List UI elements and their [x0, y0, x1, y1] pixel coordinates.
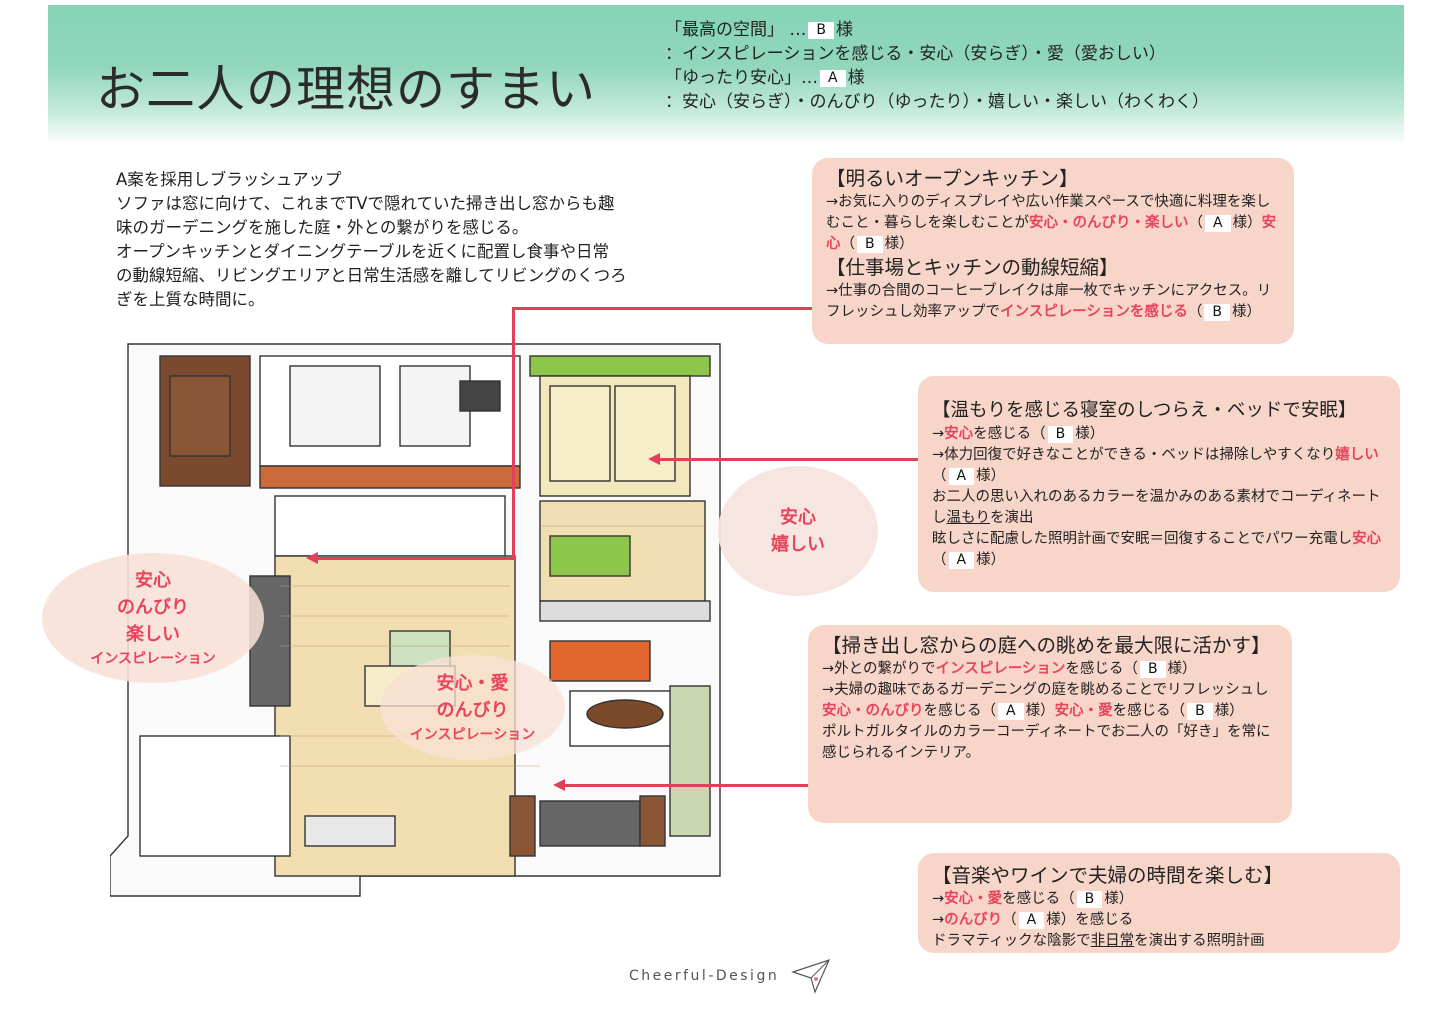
connector-line	[660, 458, 918, 461]
paper-plane-icon	[791, 959, 831, 994]
brand-name: Cheerful-Design	[629, 968, 780, 984]
arrow-head-icon	[553, 779, 565, 791]
card-open-kitchen: 【明るいオープンキッチン】 →お気に入りのディスプレイや広い作業スペースで快適に…	[812, 158, 1294, 344]
redaction-mask: A	[820, 69, 846, 87]
redaction-mask: B	[808, 21, 835, 39]
header-band	[48, 5, 1404, 145]
connector-line	[565, 784, 808, 787]
redaction-mask: A	[1205, 214, 1231, 232]
redaction-mask: B	[857, 235, 883, 253]
redaction-mask: A	[1018, 911, 1045, 929]
redaction-mask: B	[1047, 425, 1074, 443]
card-title: 【掃き出し窓からの庭への眺めを最大限に活かす】	[822, 634, 1271, 657]
arrow-head-icon	[648, 453, 660, 465]
ideal-line: ：インスピレーションを感じる・安心（安らぎ）・愛（愛おしい）	[665, 44, 1166, 64]
ideal-line: ：安心（安らぎ）・のんびり（ゆったり）・嬉しい・楽しい（わくわく）	[665, 92, 1209, 112]
label-bubble-living: 安心・愛 のんびり インスピレーション	[380, 655, 565, 760]
label-bubble-bedroom: 安心 嬉しい	[718, 466, 878, 596]
redaction-mask: B	[1139, 660, 1166, 678]
redaction-mask: A	[998, 702, 1024, 720]
redaction-mask: A	[948, 551, 975, 569]
card-title: 【温もりを感じる寝室のしつらえ・ベッドで安眠】	[932, 400, 1357, 421]
connector-line	[318, 557, 515, 560]
connector-line	[512, 307, 515, 560]
redaction-mask: B	[1187, 702, 1213, 720]
label-bubble-kitchen: 安心 のんびり 楽しい インスピレーション	[42, 553, 264, 683]
card-title: 【明るいオープンキッチン】	[826, 167, 1079, 190]
redaction-mask: B	[1076, 890, 1103, 908]
intro-text: A案を採用しブラッシュアップ ソファは窓に向けて、これまでTVで隠れていた掃き出…	[116, 170, 627, 309]
brand-logo: Cheerful-Design	[629, 958, 831, 994]
arrow-head-icon	[306, 552, 318, 564]
card-garden-view: 【掃き出し窓からの庭への眺めを最大限に活かす】 →外との繋がりでインスピレーショ…	[808, 625, 1292, 823]
card-title: 【音楽やワインで夫婦の時間を楽しむ】	[932, 864, 1284, 887]
card-title: 【仕事場とキッチンの動線短縮】	[826, 256, 1119, 279]
floor-plan-illustration	[109, 336, 730, 906]
connector-line	[512, 307, 812, 310]
page-title: お二人の理想のすまい	[96, 61, 597, 118]
floor-plan-drawing	[109, 343, 721, 897]
redaction-mask: B	[1204, 303, 1231, 321]
redaction-mask: A	[948, 467, 975, 485]
